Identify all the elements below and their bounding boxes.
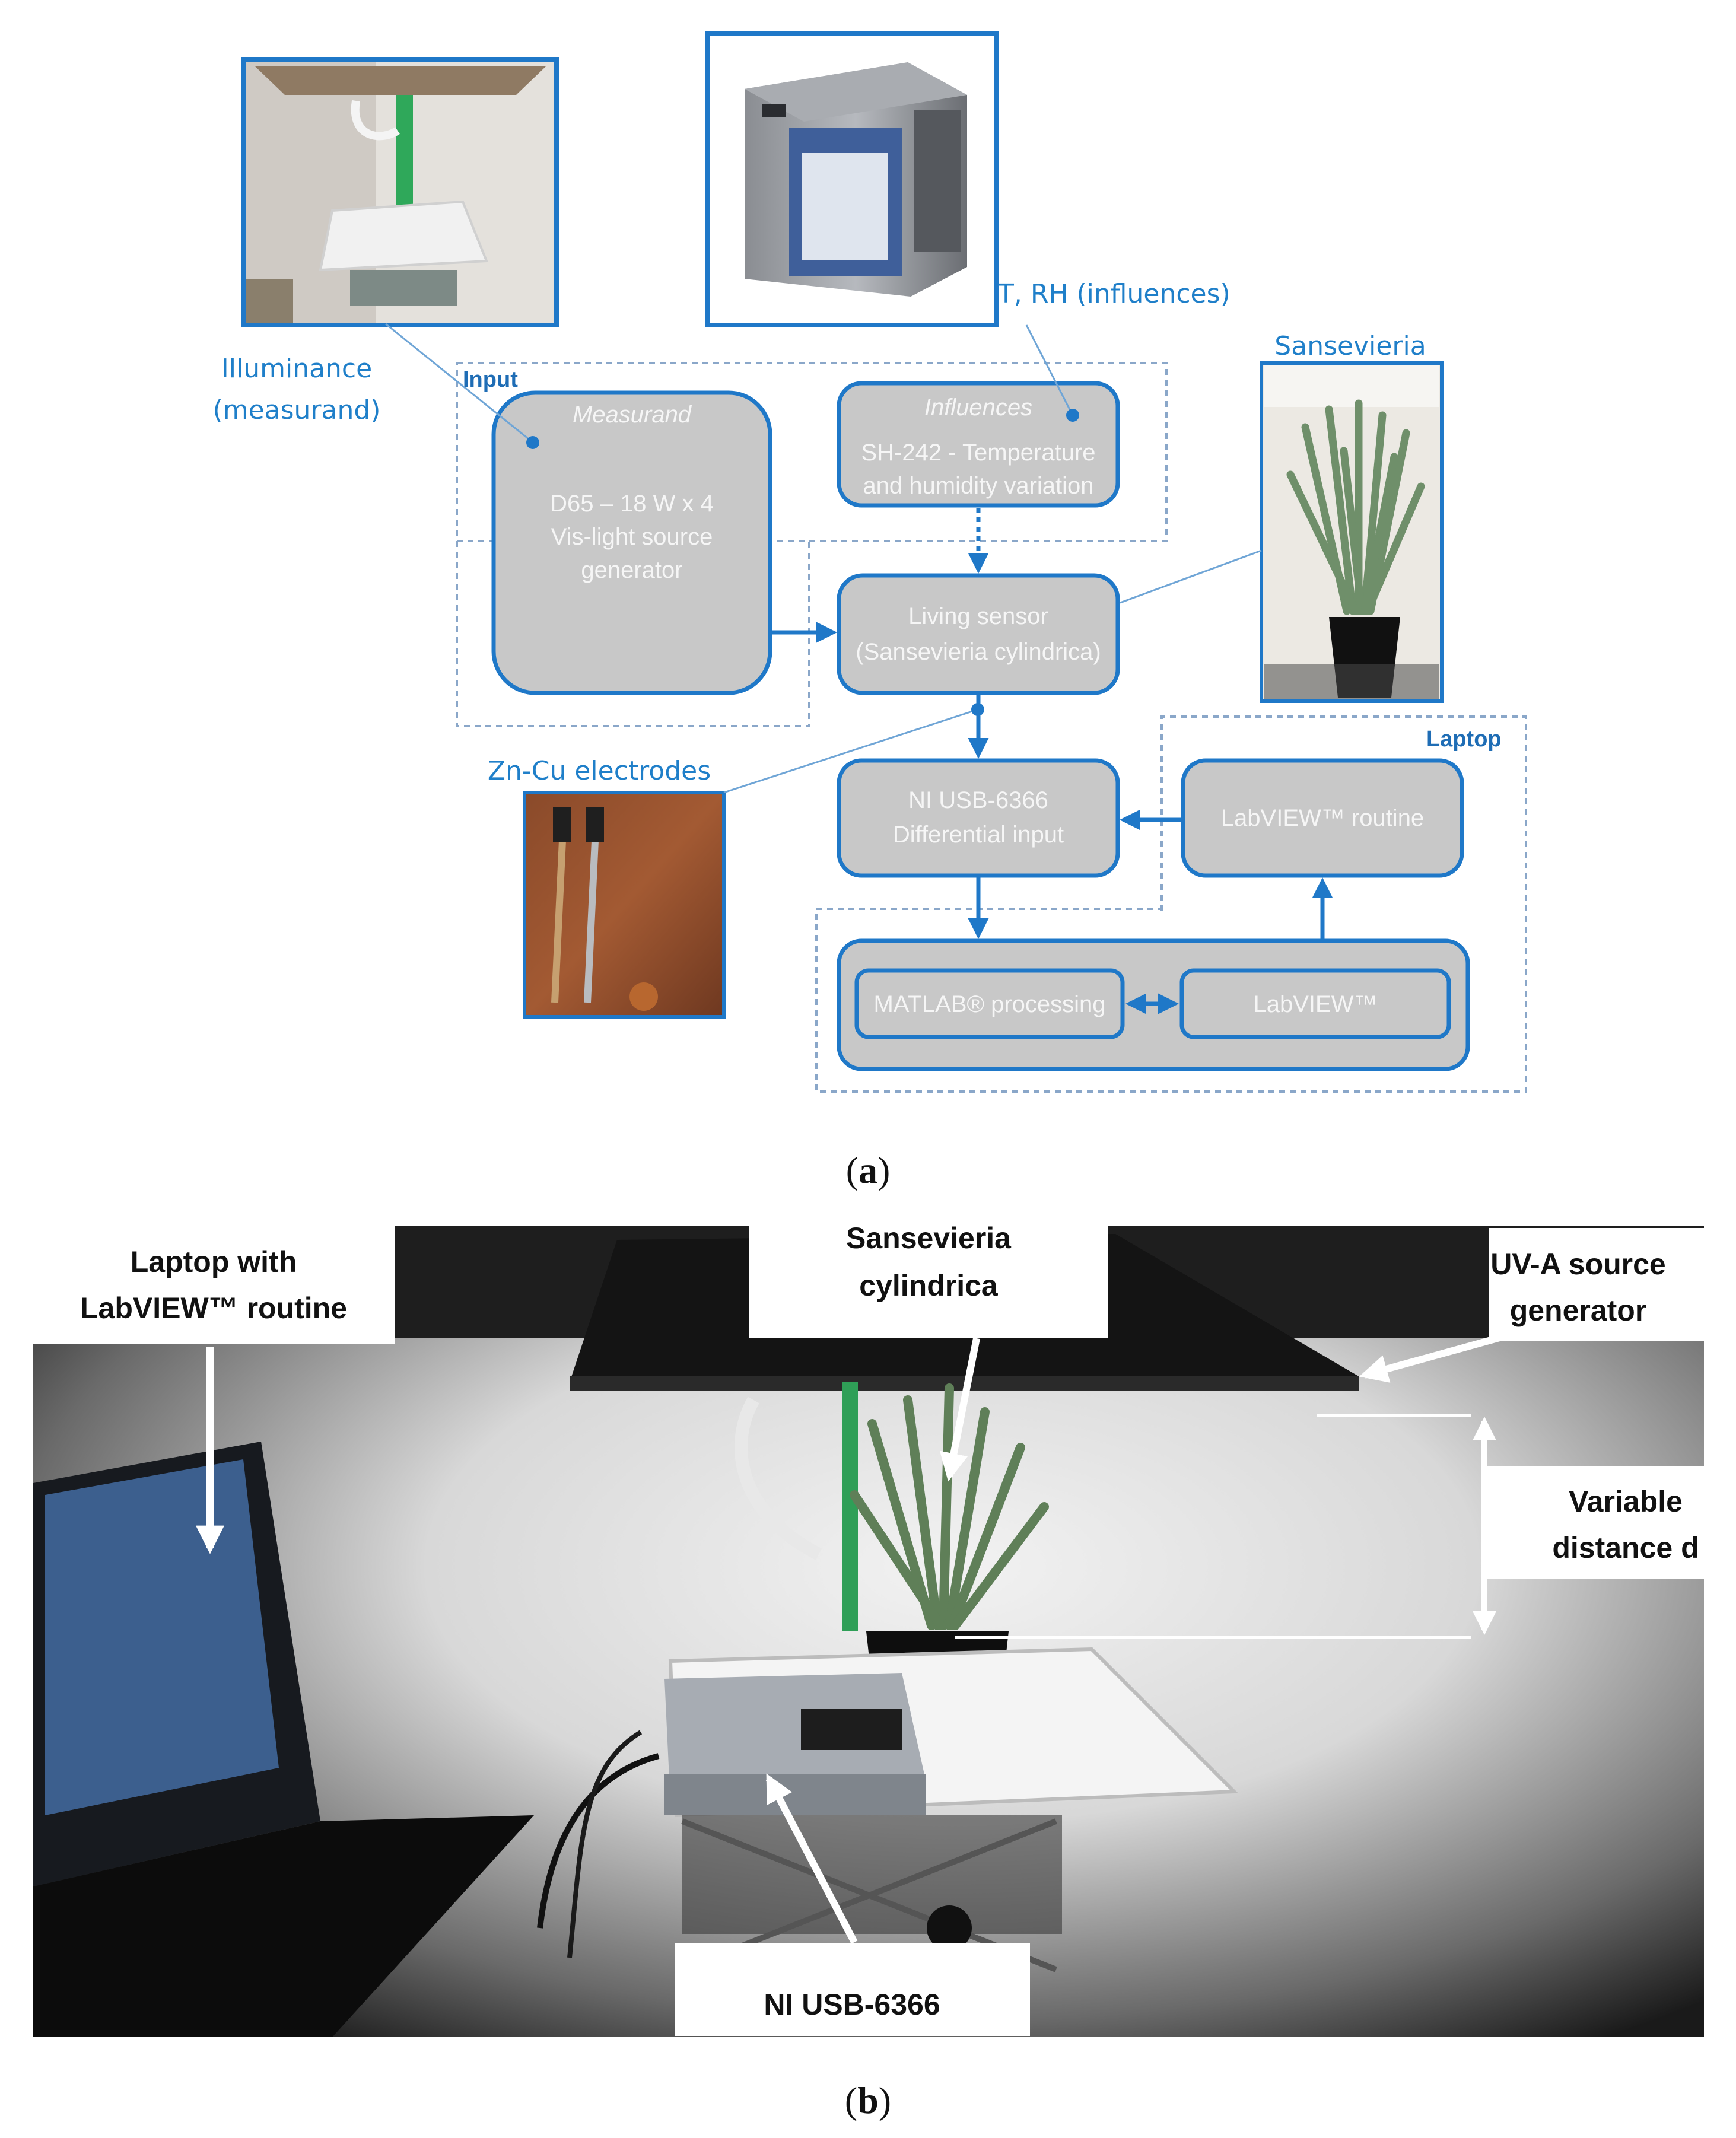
callout-distance-line1: Variable [1569,1485,1683,1518]
leader-dot-influences [1066,409,1079,422]
input-group-label: Input [463,367,518,392]
svg-text:NI USB-6366: NI USB-6366 [908,787,1048,813]
caption-a: (a) [846,1149,891,1191]
ni-usb-box: NI USB-6366 Differential input [837,758,1120,878]
living-sensor-box: Living sensor (Sansevieria cylindrica) [837,573,1120,695]
svg-text:Influences: Influences [924,394,1032,421]
svg-text:generator: generator [581,557,682,583]
arrow-uva [1359,1329,1520,1383]
callout-distance-line2: distance d [1552,1531,1699,1564]
labview-routine-box: LabVIEW™ routine [1181,758,1464,878]
callout-ni-usb: NI USB-6366 [764,1988,940,2021]
svg-text:MATLAB® processing: MATLAB® processing [873,991,1105,1017]
arrow-ni-usb [765,1773,858,1944]
svg-text:Vis-light source: Vis-light source [551,524,713,550]
zn-cu-label: Zn-Cu electrodes [488,756,711,786]
callout-box-ni-usb [675,1943,1030,2036]
sansevieria-photo [1260,361,1444,703]
illuminance-label-line2: (measurand) [213,395,381,425]
climatic-chamber-photo [705,31,999,327]
input-group-border [456,362,1168,542]
influences-box: Influences SH-242 - Temperature and humi… [837,381,1120,508]
callout-uva-line2: generator [1510,1294,1647,1327]
labview-box: LabVIEW™ [1179,968,1451,1039]
callout-sansevieria-line2: cylindrica [859,1269,999,1302]
laptop-group-label: Laptop [1426,727,1502,752]
leader-dot-sensor [971,703,984,716]
caption-b: (b) [845,2079,891,2121]
callout-sansevieria-line1: Sansevieria [846,1221,1012,1255]
svg-text:(Sansevieria cylindrica): (Sansevieria cylindrica) [856,639,1101,665]
illuminance-label-line1: Illuminance [221,354,372,384]
callout-box-sansevieria [749,1210,1108,1338]
laptop-group-border [815,715,1527,1093]
svg-text:LabVIEW™ routine: LabVIEW™ routine [1221,805,1424,831]
matlab-box: MATLAB® processing [854,968,1125,1039]
svg-text:SH-242 - Temperature: SH-242 - Temperature [861,440,1096,466]
leader-dot-measurand [526,436,539,449]
illuminance-photo [241,57,559,327]
callout-uva-line1: UV-A source [1490,1248,1665,1281]
leader-illuminance [385,323,532,443]
svg-text:Measurand: Measurand [573,402,692,428]
leader-t-rh [1025,324,1073,413]
svg-text:and humidity variation: and humidity variation [863,473,1093,499]
arrow-sansevieria [939,1337,980,1482]
svg-text:D65 – 18 W x 4: D65 – 18 W x 4 [550,491,714,517]
t-rh-label: T, RH (influences) [997,279,1231,309]
svg-text:LabVIEW™: LabVIEW™ [1254,991,1378,1017]
sansevieria-label: Sansevieria [1274,331,1426,361]
leader-electrodes [723,708,978,794]
callout-box-uva [1489,1228,1704,1341]
measurand-box: Measurand D65 – 18 W x 4 Vis-light sourc… [491,390,772,695]
callout-laptop-line1: Laptop with [131,1245,297,1278]
callout-laptop-line2: LabVIEW™ routine [80,1291,347,1325]
zn-cu-electrodes-photo [523,791,726,1019]
callout-box-distance [1486,1466,1704,1579]
svg-text:Differential input: Differential input [893,822,1064,848]
callout-box-laptop [33,1226,395,1344]
svg-text:Living sensor: Living sensor [908,603,1048,629]
leader-sansevieria [1120,549,1262,604]
